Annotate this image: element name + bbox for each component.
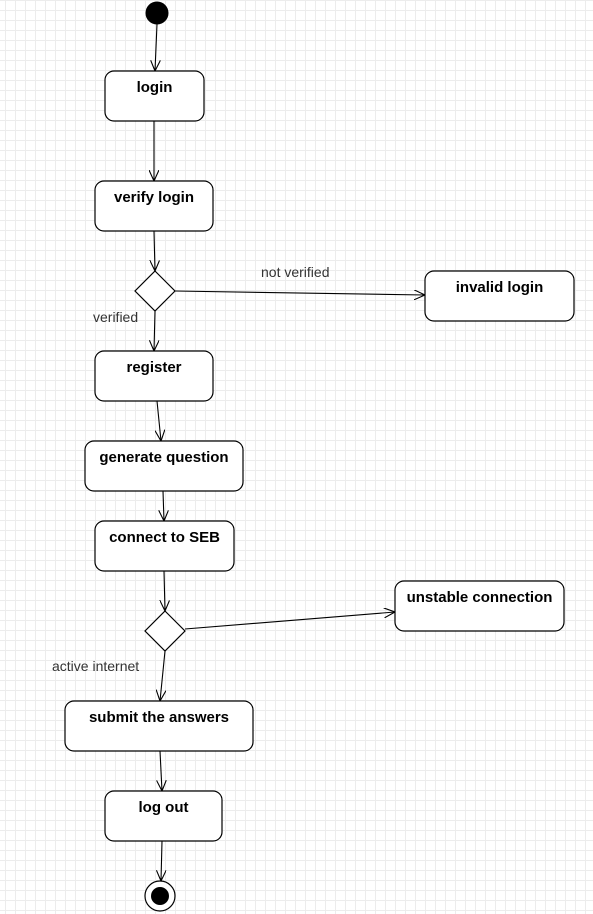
action-box-register bbox=[94, 350, 214, 402]
action-box-generate bbox=[84, 440, 244, 492]
action-node-login: login bbox=[104, 70, 205, 122]
action-node-submit: submit the answers bbox=[64, 700, 254, 752]
final-node bbox=[144, 880, 176, 912]
action-box-invalid bbox=[424, 270, 575, 322]
edge-label-decision2-to-submit: active internet bbox=[52, 658, 139, 674]
edge-labels-layer: not verified verified active internet bbox=[52, 264, 329, 674]
edge-decision1-to-register bbox=[154, 310, 155, 351]
edge-decision1-to-invalid bbox=[174, 291, 425, 295]
action-label-unstable: unstable connection bbox=[407, 589, 553, 606]
action-box-login bbox=[104, 70, 205, 122]
action-label-submit: submit the answers bbox=[89, 709, 229, 726]
action-label-register: register bbox=[126, 359, 181, 376]
initial-node bbox=[145, 1, 169, 25]
action-node-unstable: unstable connection bbox=[394, 580, 565, 632]
edge-register-to-generate bbox=[157, 400, 161, 441]
edge-label-decision1-to-invalid: not verified bbox=[261, 264, 329, 280]
action-node-verify: verify login bbox=[94, 180, 214, 232]
action-label-invalid: invalid login bbox=[456, 279, 544, 296]
action-node-invalid: invalid login bbox=[424, 270, 575, 322]
edge-verify-to-decision1 bbox=[154, 230, 155, 271]
action-node-connect: connect to SEB bbox=[94, 520, 235, 572]
action-box-connect bbox=[94, 520, 235, 572]
edge-decision2-to-submit bbox=[160, 650, 165, 701]
edge-connect-to-decision2 bbox=[164, 570, 165, 611]
final-node-dot bbox=[151, 887, 169, 905]
action-label-logout: log out bbox=[139, 799, 189, 816]
action-node-register: register bbox=[94, 350, 214, 402]
edge-start-to-login bbox=[155, 23, 157, 71]
action-label-connect: connect to SEB bbox=[109, 529, 220, 546]
action-box-logout bbox=[104, 790, 223, 842]
edge-logout-to-end bbox=[161, 840, 162, 881]
edge-label-decision1-to-register: verified bbox=[93, 309, 138, 325]
edges-layer bbox=[154, 23, 425, 881]
action-label-verify: verify login bbox=[114, 189, 194, 206]
decision-node-decision1 bbox=[134, 270, 176, 312]
nodes-layer: login verify login invalid login register ge… bbox=[64, 1, 575, 912]
action-label-generate: generate question bbox=[99, 449, 228, 466]
action-box-unstable bbox=[394, 580, 565, 632]
action-node-generate: generate question bbox=[84, 440, 244, 492]
action-box-verify bbox=[94, 180, 214, 232]
edge-submit-to-logout bbox=[160, 750, 162, 791]
edge-decision2-to-unstable bbox=[184, 612, 395, 630]
decision-node-decision2 bbox=[144, 610, 186, 652]
action-label-login: login bbox=[137, 79, 173, 96]
action-box-submit bbox=[64, 700, 254, 752]
edge-generate-to-connect bbox=[163, 490, 164, 521]
action-node-logout: log out bbox=[104, 790, 223, 842]
